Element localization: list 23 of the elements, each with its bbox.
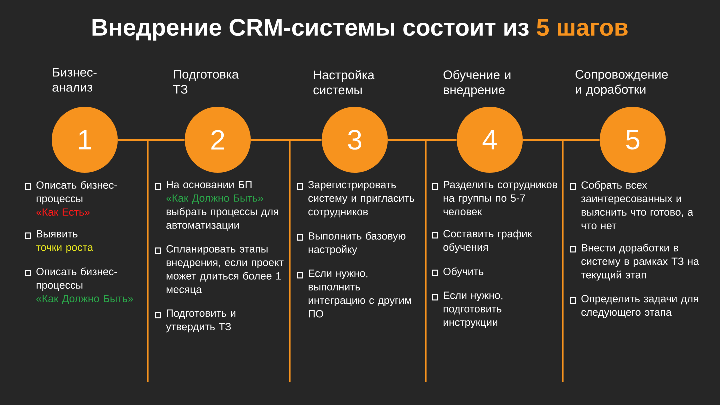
checklist-item: Если нужно, подготовить инструкции [444,292,503,328]
checklist-item: Спланировать этапы внедрения, если проект может длиться более 1 месяца [166,245,284,296]
step-heading: Бизнес-анализ [52,68,97,92]
connector-line [523,139,600,141]
connector-line [251,139,322,141]
step-heading: Подготовка ТЗ [173,70,239,94]
checklist-item: Составить график обучения [444,230,532,254]
step-heading: Настройка системы [314,70,375,95]
step-heading: Обучение и внедрение [444,70,511,97]
checklist-item: Определить задачи для следующего этапа [582,295,698,318]
checklist-item: Описать бизнес-процессы «Как Есть» [36,181,118,216]
connector-line [118,139,185,141]
checklist-item: Обучить [444,268,484,278]
checklist-item: Выявить точки роста [36,230,94,254]
checklist-item: Если нужно, выполнить интеграцию с другим ПО [308,270,412,318]
checklist-item: Подготовить и утвердить ТЗ [166,310,236,333]
connector-line [388,139,457,141]
checklist-item: Описать бизнес-процессы «Как Должно Быть» [36,268,134,304]
title: Внедрение CRM-системы состоит из 5 шагов [92,19,628,41]
checklist-item: Выполнить базовую настройку [308,232,406,256]
checklist-item: На основании БП «Как Должно Быть» выбрать процессы для автоматизации [166,181,278,232]
checklist-item: Внести доработки в систему в рамках ТЗ на текущий этап [581,244,700,281]
step-heading: Сопровождение и доработки [576,70,668,97]
